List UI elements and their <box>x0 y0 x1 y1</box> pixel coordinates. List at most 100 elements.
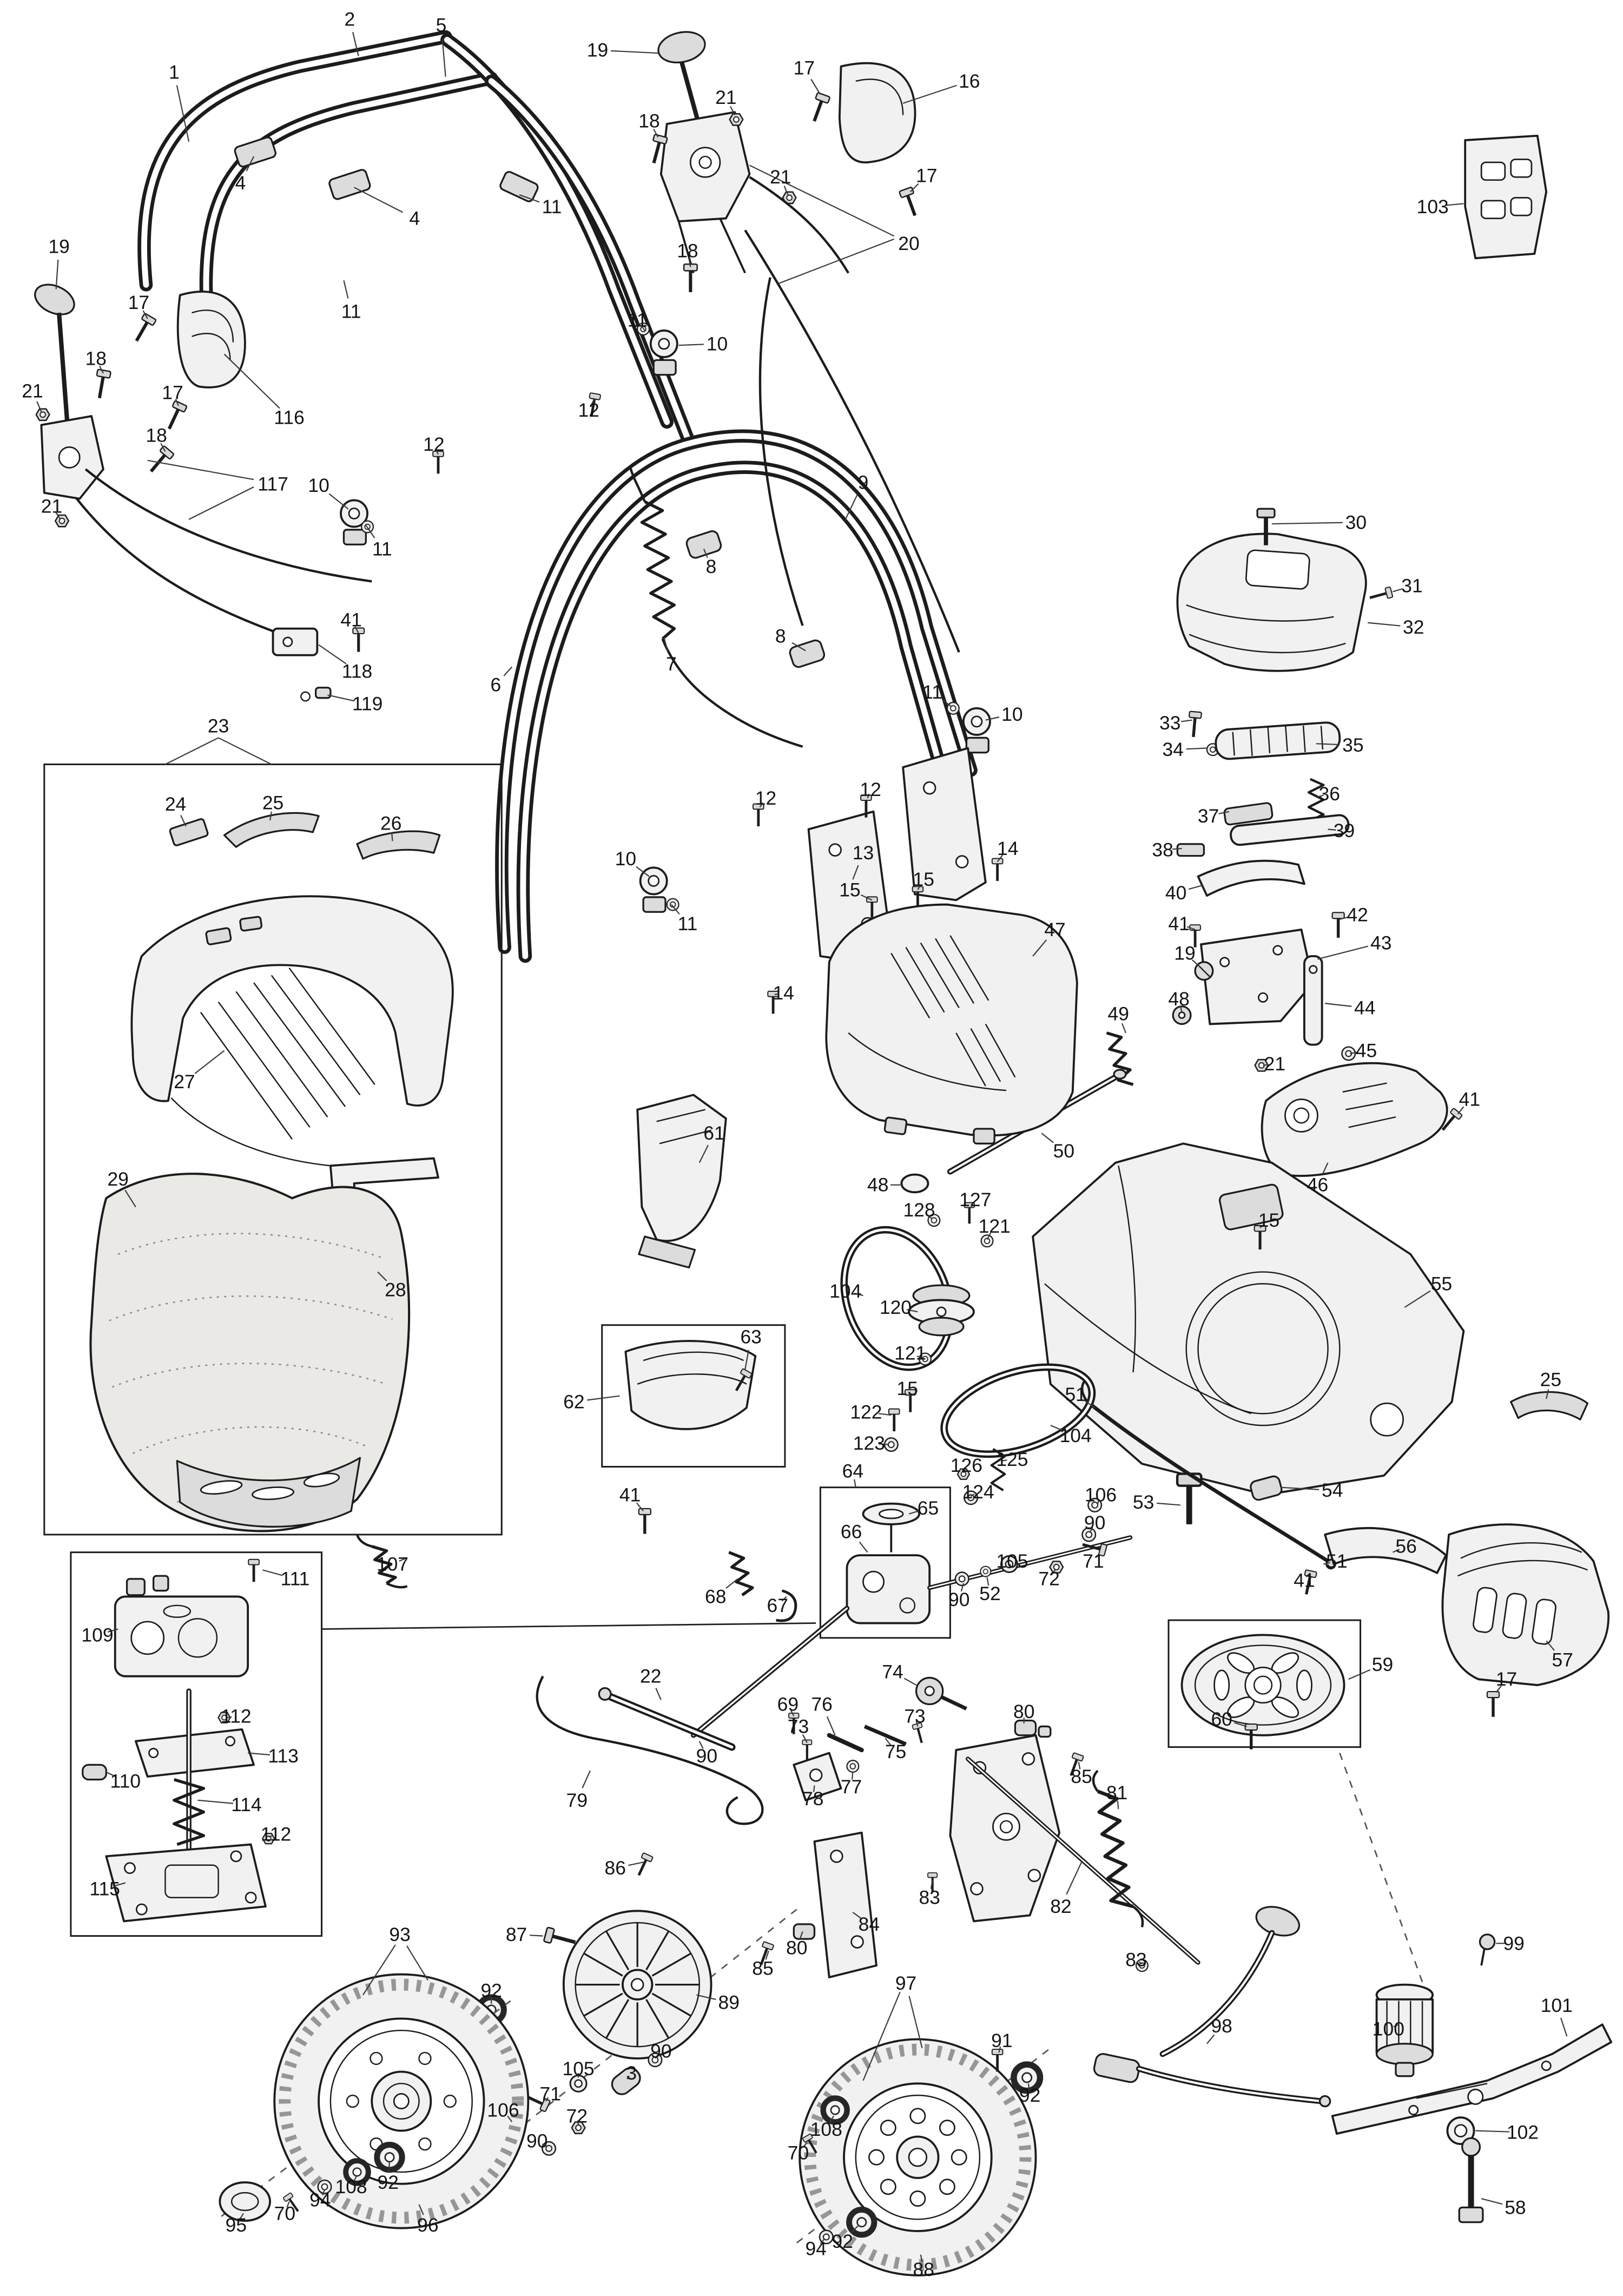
callout-leader-18 <box>653 129 659 138</box>
part-callout-123: 123 <box>853 1432 885 1454</box>
part-callout-114: 114 <box>231 1794 262 1815</box>
part-callout-22: 22 <box>640 1666 661 1687</box>
part-callout-19: 19 <box>587 40 608 61</box>
callout-leader-95 <box>239 2213 244 2220</box>
callout-leader-49 <box>1121 1023 1126 1034</box>
callout-leader-32 <box>1368 622 1401 627</box>
callout-leader-125 <box>1001 1459 1007 1462</box>
part-callout-28: 28 <box>385 1279 406 1300</box>
callout-leader-79 <box>582 1770 591 1788</box>
part-callout-121: 121 <box>979 1215 1011 1237</box>
bracket-cluster-43 <box>947 912 1356 1175</box>
part-callout-17: 17 <box>162 381 183 403</box>
bushing-3 <box>611 2067 641 2095</box>
part-callout-104: 104 <box>829 1280 861 1302</box>
inset-box-23 <box>43 764 503 1536</box>
chute-bracket-61 <box>636 1094 727 1269</box>
part-callout-25: 25 <box>262 792 283 813</box>
part-callout-48: 48 <box>867 1174 888 1196</box>
part-callout-37: 37 <box>1198 805 1219 827</box>
part-callout-110: 110 <box>110 1770 141 1792</box>
part-callout-10: 10 <box>707 333 728 354</box>
callout-leader-39 <box>1328 828 1336 831</box>
rear-wheel-96 <box>219 1973 530 2229</box>
part-callout-3: 3 <box>626 2062 637 2084</box>
cable-79 <box>536 1675 764 1825</box>
callout-leader-60 <box>1234 1722 1247 1727</box>
callout-leader-47 <box>1032 939 1047 957</box>
callout-leader-33 <box>1181 719 1192 722</box>
callout-leader-91 <box>998 2046 1001 2053</box>
spacer-54 <box>1250 1475 1283 1501</box>
part-callout-21: 21 <box>41 495 62 517</box>
part-callout-83: 83 <box>919 1887 940 1909</box>
part-callout-19: 19 <box>1174 943 1195 964</box>
callout-leader-92 <box>850 2225 860 2234</box>
rod-51 <box>1086 1400 1329 1563</box>
part-callout-90: 90 <box>696 1745 717 1767</box>
part-callout-25: 25 <box>1540 1369 1561 1391</box>
part-callout-92: 92 <box>480 1980 502 2002</box>
part-callout-41: 41 <box>340 609 361 630</box>
part-callout-11: 11 <box>341 300 361 322</box>
callout-leader-10 <box>636 866 650 877</box>
engine-cover-47 <box>825 903 1078 1144</box>
part-callout-7: 7 <box>666 653 677 675</box>
part-callout-15: 15 <box>913 869 934 890</box>
callout-leader-80 <box>799 1931 803 1940</box>
callout-leader-30 <box>1271 522 1343 525</box>
callout-leader-34 <box>1186 747 1207 750</box>
part-callout-81: 81 <box>1106 1782 1127 1804</box>
part-callout-10: 10 <box>308 475 329 496</box>
part-callout-17: 17 <box>128 292 149 313</box>
callout-leader-11 <box>941 699 952 708</box>
callout-leader-105 <box>1008 1563 1012 1568</box>
callout-leader-37 <box>1218 811 1230 814</box>
callout-leader-29 <box>124 1189 136 1208</box>
callout-leader-57 <box>1546 1640 1555 1651</box>
callout-leader-67 <box>781 1596 787 1602</box>
callout-leader-112 <box>227 1716 232 1719</box>
inset-box-59 <box>1167 1619 1425 1986</box>
part-callout-89: 89 <box>718 1991 740 2013</box>
callout-leader-70 <box>802 2142 808 2148</box>
bracket-118 <box>272 628 365 702</box>
part-callout-90: 90 <box>526 2130 547 2152</box>
part-callout-51: 51 <box>1326 1550 1347 1572</box>
callout-leader-115 <box>115 1882 126 1886</box>
part-callout-5: 5 <box>436 14 447 36</box>
part-callout-80: 80 <box>786 1937 807 1958</box>
callout-leader-108 <box>829 2115 834 2123</box>
callout-leader-121 <box>916 1355 924 1360</box>
rod-75 <box>863 1725 907 1746</box>
cable-9 <box>744 229 960 653</box>
part-callout-51: 51 <box>1065 1384 1086 1405</box>
part-callout-18: 18 <box>146 424 167 446</box>
part-callout-41: 41 <box>1459 1089 1480 1110</box>
part-callout-124: 124 <box>962 1481 994 1503</box>
part-callout-41: 41 <box>619 1484 641 1505</box>
callout-leader-62 <box>587 1395 620 1401</box>
front-wheel-88 <box>796 2038 1051 2277</box>
throttle-assembly-top <box>648 31 921 292</box>
part-callout-101: 101 <box>1541 1995 1573 2016</box>
callout-leader-17 <box>1495 1685 1502 1693</box>
part-callout-18: 18 <box>85 348 107 370</box>
callout-leader-8 <box>791 642 806 652</box>
callout-leader-53 <box>1157 1502 1180 1506</box>
bolt-60 <box>1245 1724 1257 1749</box>
callout-leader-90 <box>1090 1527 1093 1532</box>
cover-116 <box>176 291 246 389</box>
screw-86 <box>634 1853 653 1878</box>
callout-leader-12 <box>867 793 870 799</box>
wheel-disc-89 <box>479 1853 797 2156</box>
callout-leader-104 <box>1050 1425 1064 1431</box>
part-callout-92: 92 <box>832 2231 853 2252</box>
spring-125 <box>990 1448 1006 1491</box>
callout-leader-11 <box>641 325 645 331</box>
callout-leader-17 <box>175 399 179 406</box>
callout-leader-61 <box>698 1144 709 1163</box>
pin-110 <box>82 1764 107 1781</box>
callout-leader-124 <box>970 1494 975 1497</box>
part-callout-48: 48 <box>1168 988 1189 1010</box>
